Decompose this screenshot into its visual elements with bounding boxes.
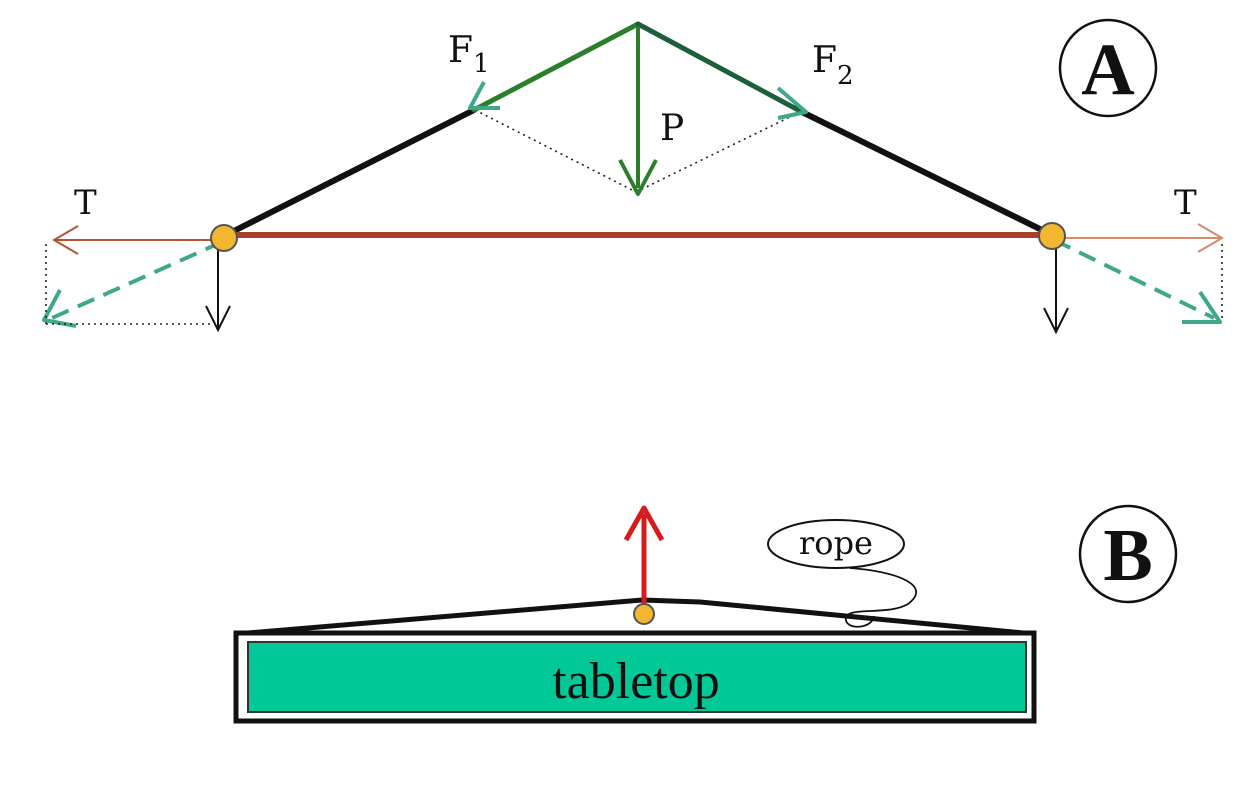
left-joint (210, 224, 238, 252)
left-strut (221, 107, 477, 239)
f2-label: F2 (812, 40, 854, 91)
rope-callout-bubble (767, 519, 905, 569)
f1-sub: 1 (473, 49, 490, 79)
f1-label: F1 (448, 30, 490, 79)
f2-main: F (812, 40, 837, 81)
resultant-right-dashed (1053, 238, 1215, 320)
resultant-right-arrowhead (1182, 290, 1222, 324)
t-left-label: T (74, 183, 97, 223)
left-dotted-box (45, 244, 214, 325)
panel-b: tabletop rope B (233, 504, 1178, 724)
force-parallelogram-lines (474, 109, 801, 193)
rope-callout-pointer (845, 567, 917, 628)
badge-a-letter: A (1081, 29, 1134, 111)
p-arrowhead (618, 159, 658, 196)
tabletop (247, 641, 1027, 713)
f1-main: F (448, 30, 473, 71)
right-joint (1038, 222, 1066, 250)
right-down-arrowhead (1043, 307, 1069, 335)
t-right-label: T (1174, 183, 1197, 223)
resultant-left-arrowhead (42, 289, 77, 328)
left-down-arrowhead (205, 305, 231, 333)
badge-a-circle (1058, 18, 1158, 118)
rope-line (235, 597, 1035, 637)
lift-arrowhead (623, 505, 665, 542)
f1-arrowhead (468, 81, 500, 110)
resultant-left-dashed (51, 240, 223, 320)
tabletop-label: tabletop (552, 653, 720, 710)
right-strut-upper (635, 21, 805, 115)
tension-right-arrowhead (1197, 223, 1224, 253)
center-joint (633, 603, 655, 625)
p-label: P (660, 108, 684, 149)
badge-b-circle (1078, 504, 1178, 604)
rope-callout-label: rope (799, 524, 873, 562)
panel-a: F1 F2 P T T A (42, 18, 1224, 335)
tension-left-arrowhead (52, 225, 79, 255)
right-strut (799, 109, 1053, 237)
f2-sub: 2 (837, 61, 854, 91)
left-strut-upper (471, 21, 641, 113)
badge-b-letter: B (1103, 515, 1152, 597)
f2-arrowhead (776, 86, 808, 120)
